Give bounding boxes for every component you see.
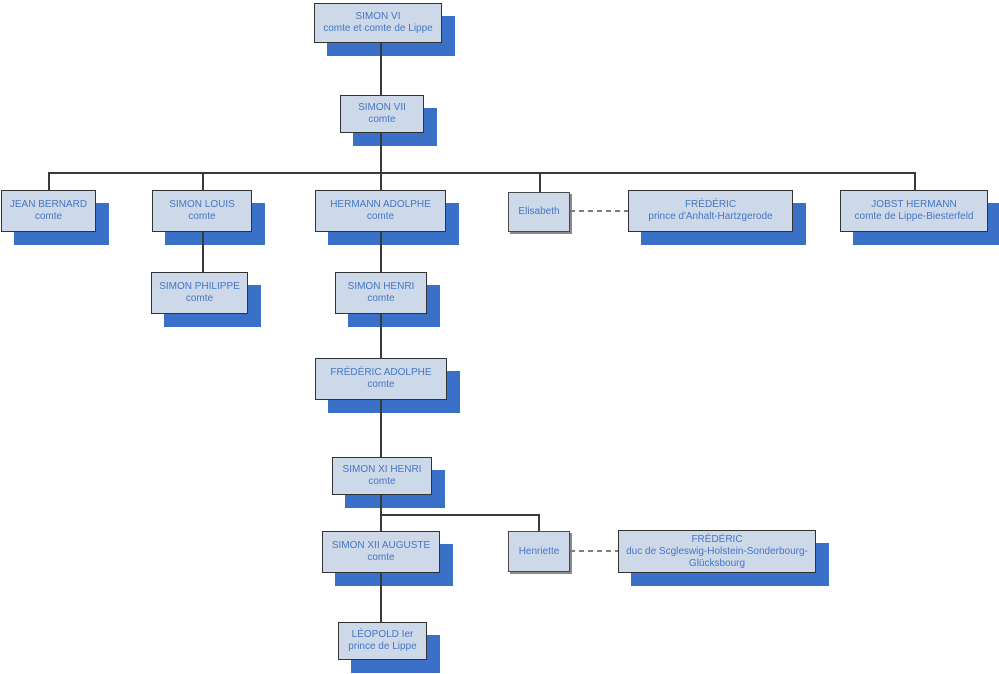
node-title: SIMON HENRI [347, 281, 415, 292]
node-subtitle: comte [366, 211, 395, 222]
node-title: SIMON LOUIS [169, 199, 235, 210]
spouse-dash-henriette-frederic [570, 550, 618, 552]
node-subtitle: comte [34, 211, 63, 222]
connector-drop-jean-bernard [48, 172, 50, 190]
connector-simonvi-simonvii [380, 43, 382, 95]
node-subtitle: prince d'Anhalt-Hartzgerode [648, 211, 773, 222]
connector-generation3-rail [48, 172, 915, 174]
node-title: FRÉDÉRIC [691, 533, 743, 545]
connector-drop-elisabeth [539, 172, 541, 192]
node-title: Elisabeth [518, 206, 560, 217]
org-node-elisabeth: Elisabeth [508, 192, 570, 232]
connector-simonxi-branch-rail [380, 514, 539, 516]
node-subtitle: comte [368, 114, 396, 125]
connector-simonxii-leopold [380, 573, 382, 622]
node-title: FRÉDÉRIC [684, 199, 737, 210]
connector-drop-simon-louis [202, 172, 204, 190]
spouse-dash-elisabeth-frederic [570, 210, 628, 212]
connector-simonlouis-simonphilippe [202, 232, 204, 272]
node-subtitle: Glücksbourg [688, 557, 746, 569]
connector-simonhenri-fredericadolphe [380, 314, 382, 358]
node-subtitle: comte [188, 211, 216, 222]
node-subtitle: comte de Lippe-Biesterfeld [854, 211, 974, 222]
node-subtitle: comte [367, 293, 395, 304]
connector-fredericadolphe-simonxi [380, 400, 382, 457]
connector-simonvii-stem [380, 133, 382, 172]
node-title: FRÉDÉRIC ADOLPHE [330, 367, 432, 378]
node-title: JEAN BERNARD [9, 199, 88, 210]
node-subtitle: comte et comte de Lippe [323, 23, 433, 34]
node-subtitle: prince de Lippe [348, 641, 417, 652]
connector-drop-jobst-hermann [914, 172, 916, 190]
node-subtitle: comte [367, 552, 395, 563]
node-title: SIMON XI HENRI [342, 464, 422, 475]
node-title: Henriette [518, 545, 560, 557]
node-subtitle: duc de Scgleswig-Holstein-Sonderbourg- [626, 545, 808, 557]
node-subtitle: comte [367, 379, 395, 390]
connector-simonxi-simonxii [380, 495, 382, 531]
node-title: SIMON PHILIPPE [159, 281, 240, 292]
node-title: SIMON VII [358, 102, 406, 113]
connector-drop-henriette [538, 514, 540, 531]
connector-drop-hermann-adolphe [380, 172, 382, 190]
node-title: HERMANN ADOLPHE [330, 199, 431, 210]
node-subtitle: comte [185, 293, 214, 304]
node-title: SIMON XII AUGUSTE [331, 540, 431, 551]
node-title: SIMON VI [355, 11, 401, 22]
node-title: JOBST HERMANN [871, 199, 957, 210]
org-node-henriette: Henriette [508, 531, 570, 572]
node-title: LÉOPOLD Ier [351, 629, 414, 640]
connector-hermann-simonhenri [380, 232, 382, 272]
node-subtitle: comte [368, 476, 396, 487]
